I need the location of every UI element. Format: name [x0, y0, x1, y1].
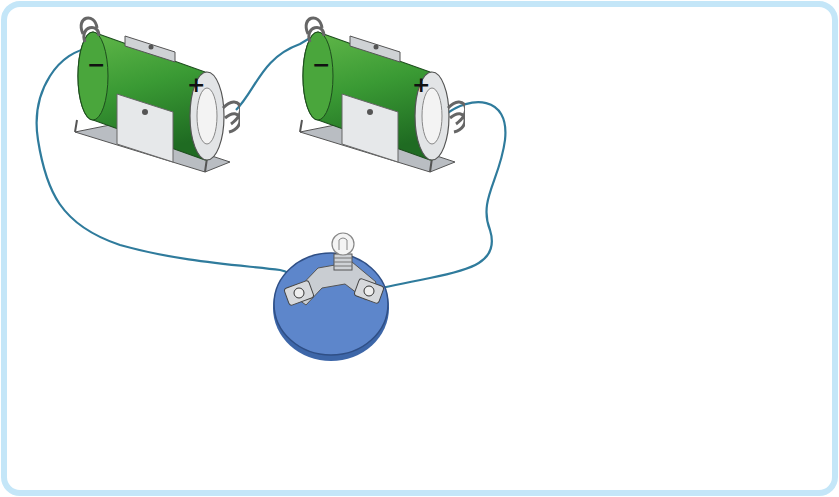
battery: −+ — [280, 12, 465, 177]
wire — [236, 38, 310, 110]
battery: −+ — [55, 12, 240, 177]
terminal-sign: − — [87, 54, 105, 76]
terminal-sign: + — [412, 74, 430, 96]
terminal-sign: + — [187, 74, 205, 96]
battery-shape — [280, 12, 465, 177]
battery-shape — [55, 12, 240, 177]
terminal-sign: − — [312, 54, 330, 76]
